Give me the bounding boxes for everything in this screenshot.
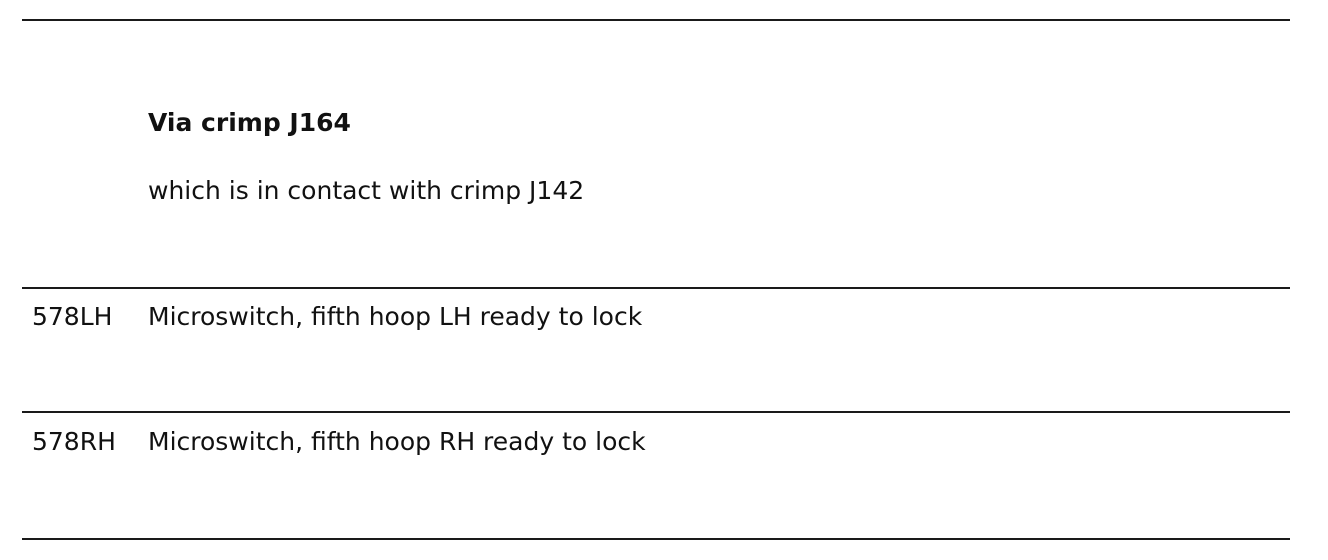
section-subtext: which is in contact with crimp J142: [148, 176, 585, 205]
row-description: Microswitch, fifth hoop LH ready to lock: [148, 302, 643, 331]
row-code: 578LH: [32, 302, 113, 331]
bottom-divider: [22, 538, 1290, 540]
row-divider: [22, 411, 1290, 413]
row-code: 578RH: [32, 427, 116, 456]
top-divider: [22, 19, 1290, 21]
section-heading: Via crimp J164: [148, 108, 351, 137]
row-divider: [22, 287, 1290, 289]
row-description: Microswitch, fifth hoop RH ready to lock: [148, 427, 646, 456]
